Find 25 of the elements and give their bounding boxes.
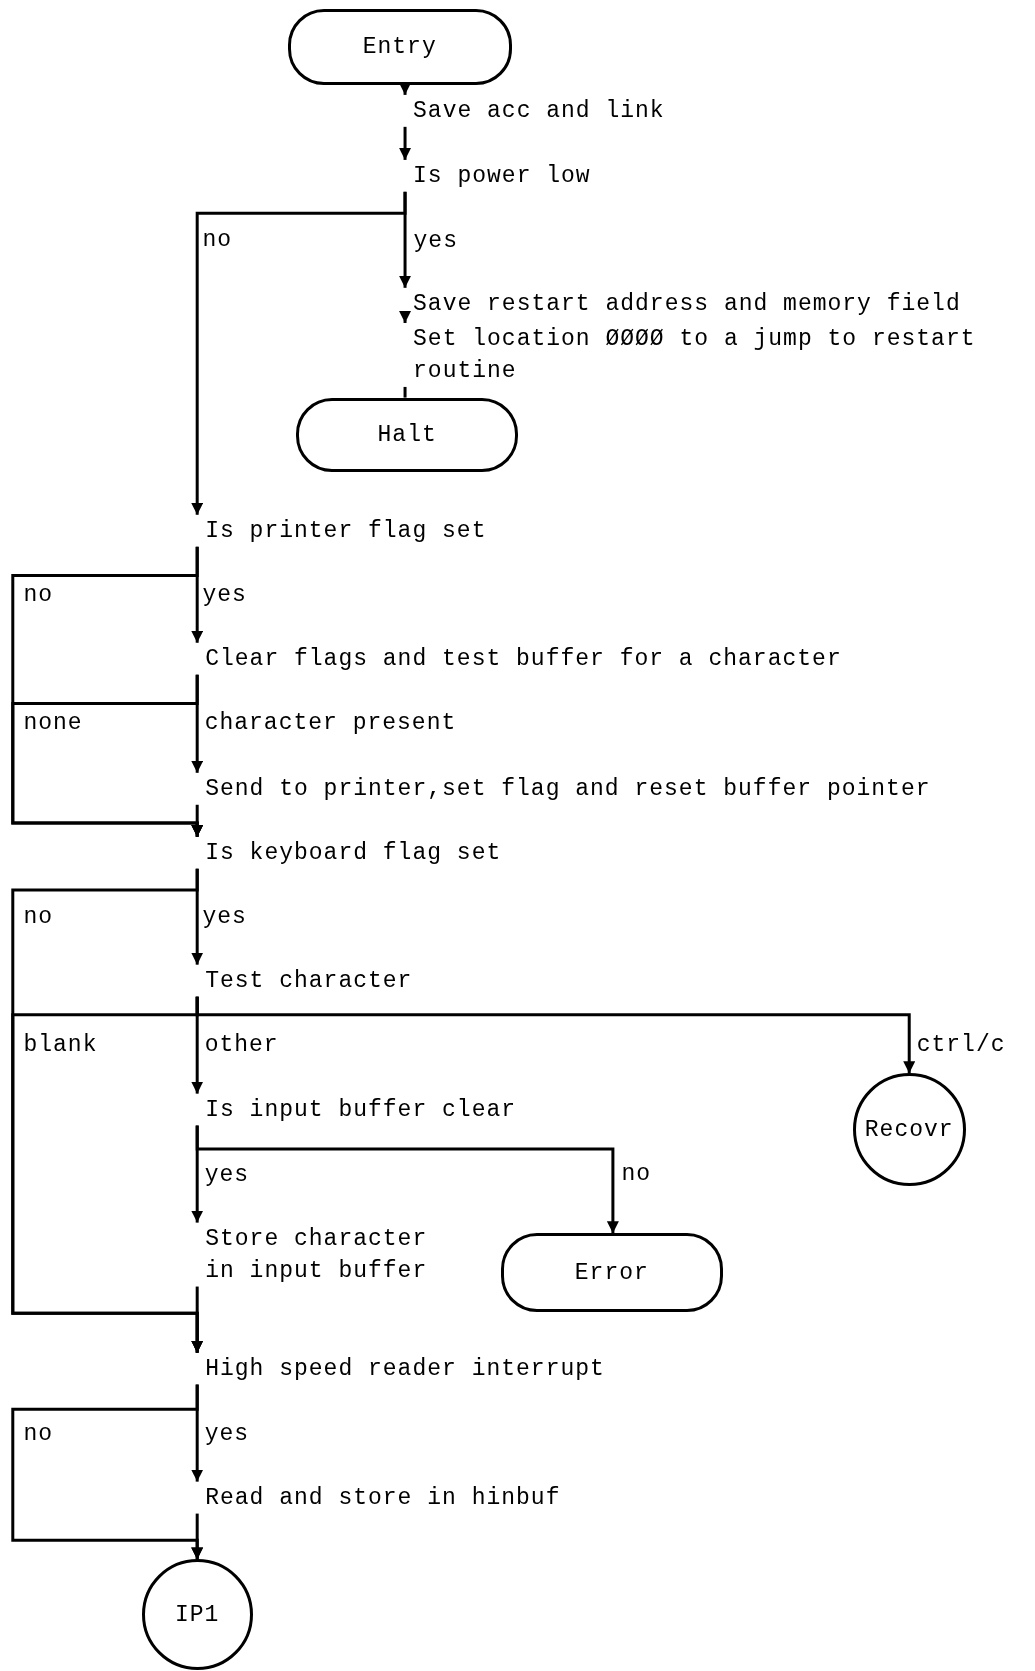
arrow	[195, 1125, 619, 1234]
arrow	[399, 310, 412, 323]
step-text: Save acc and link	[405, 94, 665, 127]
step-text: Is power low	[405, 159, 591, 192]
step-text: Set location ØØØØ to a jump to restart routine	[405, 322, 1008, 387]
step-text: Test character	[197, 964, 413, 997]
terminator-box: Entry	[287, 8, 512, 86]
step-text: Read and store in hinbuf	[197, 1481, 561, 1514]
step-text: High speed reader interrupt	[197, 1352, 605, 1385]
arrow	[191, 191, 407, 515]
step-text: Store character in input buffer	[197, 1222, 448, 1287]
arrow	[399, 126, 412, 160]
step-text: Save restart address and memory field	[405, 287, 961, 320]
step-text: Is printer flag set	[197, 514, 487, 547]
arrow	[195, 996, 916, 1074]
arrow	[191, 1513, 204, 1560]
step-text: Is keyboard flag set	[197, 836, 502, 869]
terminator-box: Halt	[296, 397, 518, 473]
step-text: Send to printer,set flag and reset buffer pointer	[197, 772, 931, 805]
arrow	[191, 1286, 204, 1353]
terminator-box: Error	[500, 1233, 723, 1313]
step-text: Is input buffer clear	[197, 1093, 517, 1126]
arrow	[191, 804, 204, 837]
step-text: Clear flags and test buffer for a character	[197, 642, 842, 675]
connector-line	[403, 386, 407, 398]
